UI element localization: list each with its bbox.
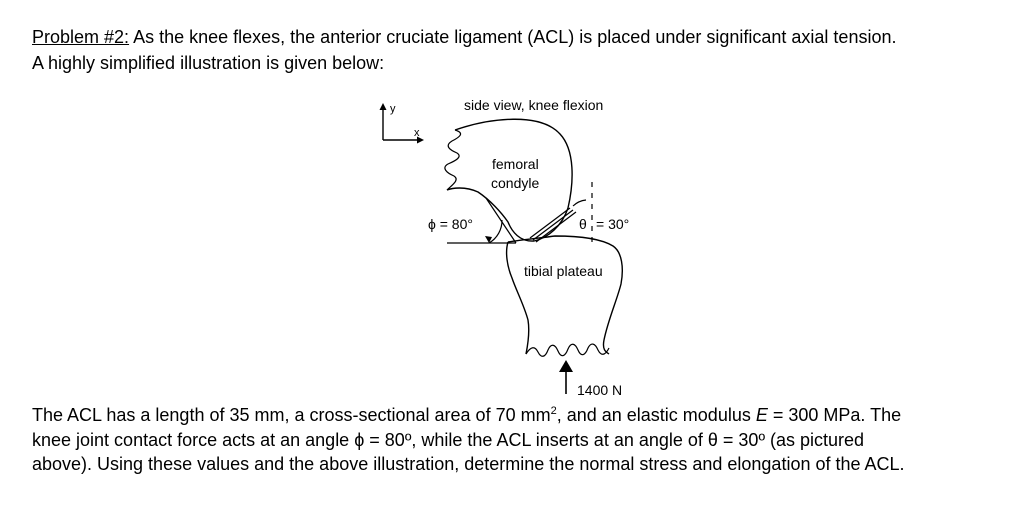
femoral-label-line-1: femoral [492, 156, 539, 172]
body-line-3: above). Using these values and the above… [32, 454, 905, 474]
theta-value: = 30° [596, 216, 629, 232]
problem-intro: Problem #2: As the knee flexes, the ante… [32, 24, 1012, 76]
problem-body: The ACL has a length of 35 mm, a cross-s… [32, 403, 1012, 477]
theta-symbol: θ [579, 216, 587, 232]
phi-angle-arc [488, 219, 503, 244]
problem-number-label: Problem #2: [32, 27, 130, 47]
body-line-1b: , and an elastic modulus [556, 405, 756, 425]
theta-angle-arc [572, 199, 587, 207]
phi-angle-label: ϕ = 80° [428, 216, 473, 232]
problem-intro-line-2: A highly simplified illustration is give… [32, 53, 385, 73]
femur-cut-wavy-line [444, 129, 462, 191]
acl-ligament [529, 207, 577, 243]
axis-x-label: x [414, 127, 420, 139]
force-label: 1400 N [577, 382, 622, 398]
area-superscript: 2 [550, 405, 557, 417]
tibia-outline [505, 235, 623, 355]
phi-arc-arrowhead [485, 236, 492, 243]
force-arrow-icon [559, 360, 573, 372]
coordinate-axes-icon [379, 103, 424, 144]
contact-force-line [485, 197, 517, 244]
femoral-label-line-2: condyle [491, 175, 539, 191]
body-line-2: knee joint contact force acts at an angl… [32, 429, 865, 450]
body-line-1a: The ACL has a length of 35 mm, a cross-s… [32, 405, 551, 425]
modulus-variable: E [755, 405, 768, 425]
tibial-plateau-label: tibial plateau [524, 263, 603, 279]
axis-y-label: y [390, 103, 396, 115]
problem-intro-line-1: As the knee flexes, the anterior cruciat… [129, 27, 897, 47]
tibia-cut-wavy-line [525, 343, 610, 357]
body-line-1c: = 300 MPa. The [767, 405, 902, 425]
figure-title: side view, knee flexion [464, 97, 603, 113]
